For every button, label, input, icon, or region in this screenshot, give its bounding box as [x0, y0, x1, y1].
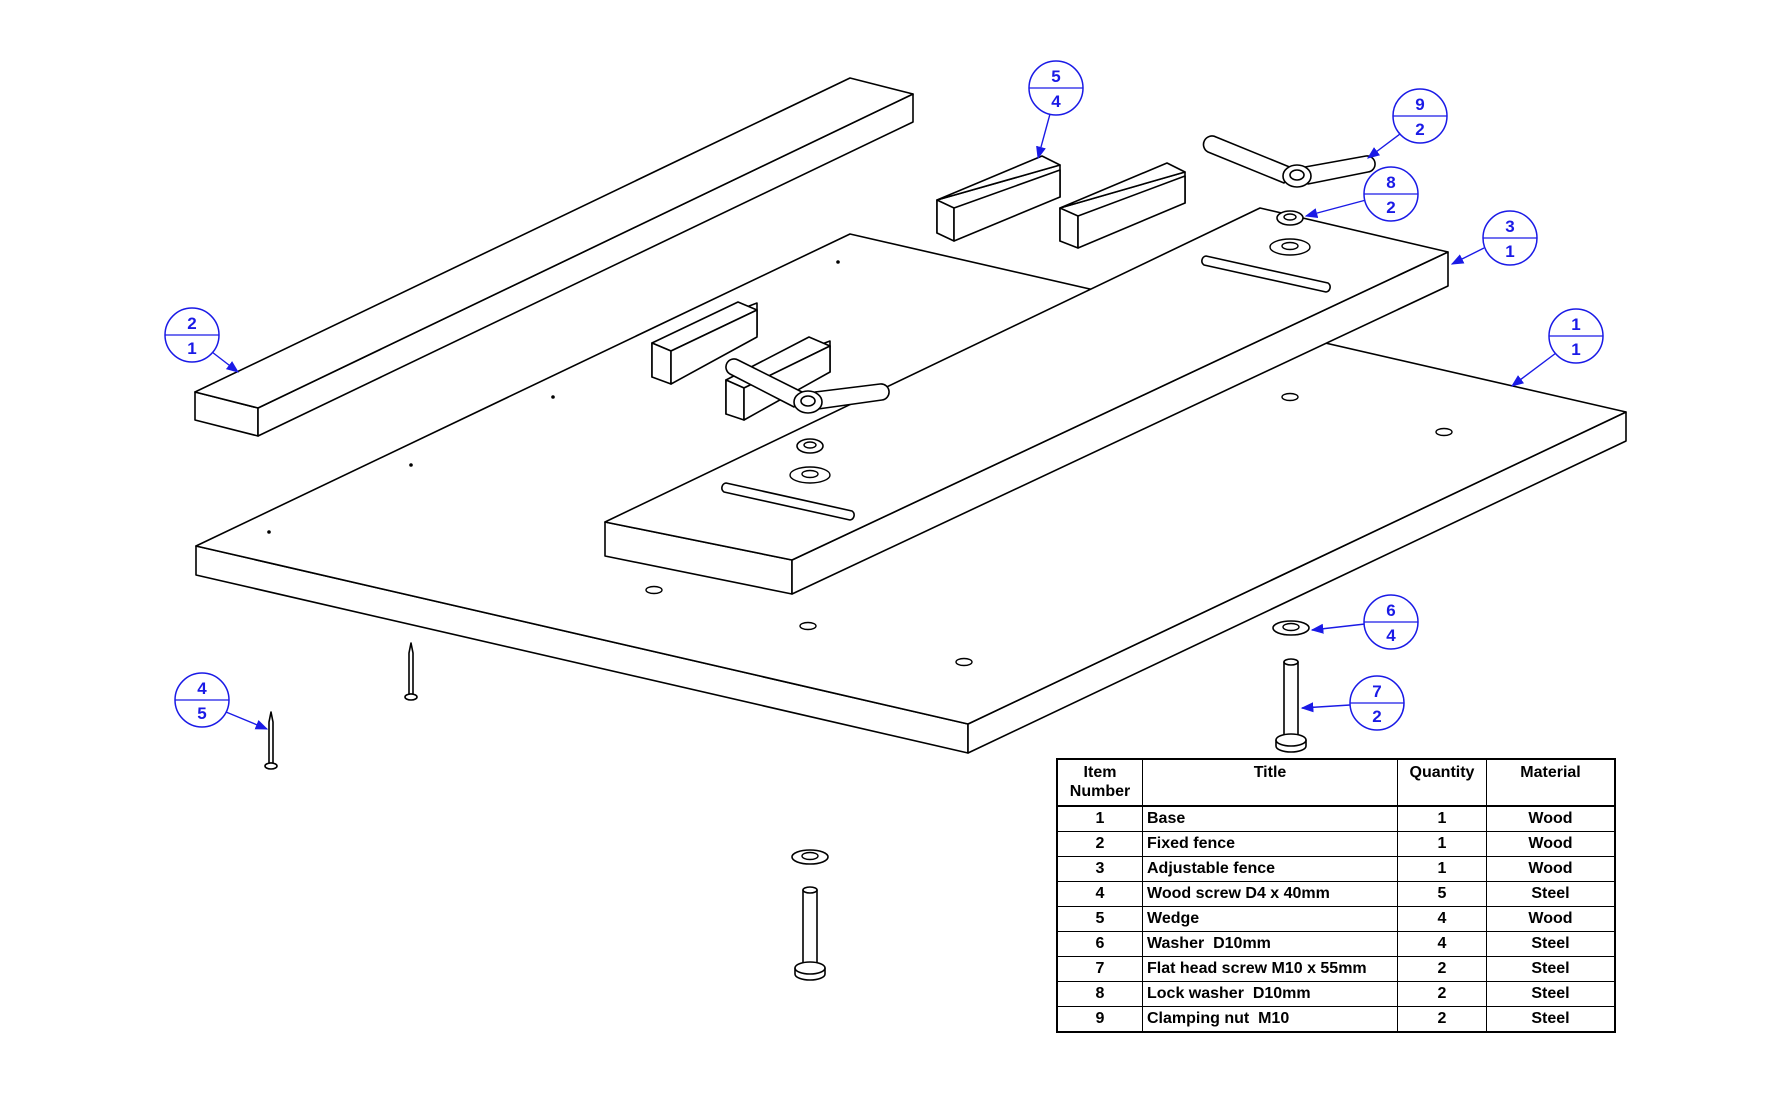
- balloon-3-item-number: 3: [1505, 217, 1514, 236]
- washers: [791, 620, 1310, 865]
- bom-title: Flat head screw M10 x 55mm: [1142, 956, 1398, 982]
- bom-quantity: 2: [1397, 956, 1487, 982]
- lock-washers: [796, 210, 1304, 454]
- balloon-item-3: 3 1: [1450, 210, 1538, 266]
- balloon-item-2: 2 1: [164, 307, 239, 373]
- bom-title: Clamping nut M10: [1142, 1006, 1398, 1033]
- bom-item-number: 2: [1056, 831, 1143, 857]
- bom-material: Steel: [1486, 931, 1616, 957]
- balloon-item-7: 7 2: [1300, 675, 1405, 731]
- balloon-8-quantity: 2: [1386, 198, 1395, 217]
- bom-title: Wedge: [1142, 906, 1398, 932]
- wood-screws: [264, 642, 418, 770]
- bom-title: Fixed fence: [1142, 831, 1398, 857]
- bom-item-number: 6: [1056, 931, 1143, 957]
- bom-material: Steel: [1486, 881, 1616, 907]
- wedges: [651, 155, 1186, 421]
- bom-item-number: 5: [1056, 906, 1143, 932]
- bom-quantity: 2: [1397, 1006, 1487, 1033]
- bom-material: Wood: [1486, 906, 1616, 932]
- bom-header-material: Material: [1486, 758, 1616, 807]
- bom-title: Lock washer D10mm: [1142, 981, 1398, 1007]
- balloon-7-item-number: 7: [1372, 682, 1381, 701]
- balloon-9-item-number: 9: [1415, 95, 1424, 114]
- table-row: 4 Wood screw D4 x 40mm 5 Steel: [1056, 881, 1616, 907]
- balloon-6-quantity: 4: [1386, 626, 1396, 645]
- table-row: 8 Lock washer D10mm 2 Steel: [1056, 981, 1616, 1007]
- bom-title: Washer D10mm: [1142, 931, 1398, 957]
- bom-item-number: 8: [1056, 981, 1143, 1007]
- bom-item-number: 1: [1056, 805, 1143, 832]
- table-row: 6 Washer D10mm 4 Steel: [1056, 931, 1616, 957]
- bom-quantity: 5: [1397, 881, 1487, 907]
- balloon-item-8: 8 2: [1304, 166, 1419, 222]
- table-row: 5 Wedge 4 Wood: [1056, 906, 1616, 932]
- bom-quantity: 1: [1397, 805, 1487, 832]
- bom-material: Steel: [1486, 981, 1616, 1007]
- flat-head-screws: [794, 658, 1307, 981]
- adjustable-fence-part: [604, 207, 1449, 595]
- bom-quantity: 4: [1397, 906, 1487, 932]
- bom-material: Wood: [1486, 831, 1616, 857]
- bom-item-number: 7: [1056, 956, 1143, 982]
- fixed-fence-part: [194, 77, 914, 437]
- balloon-8-item-number: 8: [1386, 173, 1395, 192]
- balloon-item-6: 6 4: [1310, 594, 1419, 650]
- bom-header-title: Title: [1142, 758, 1398, 807]
- bom-material: Steel: [1486, 956, 1616, 982]
- balloon-6-item-number: 6: [1386, 601, 1395, 620]
- bom-quantity: 4: [1397, 931, 1487, 957]
- balloon-5-item-number: 5: [1051, 67, 1060, 86]
- table-row: 9 Clamping nut M10 2 Steel: [1056, 1006, 1616, 1033]
- table-row: 7 Flat head screw M10 x 55mm 2 Steel: [1056, 956, 1616, 982]
- balloon-item-1: 1 1: [1510, 308, 1604, 387]
- balloon-5-quantity: 4: [1051, 92, 1061, 111]
- bom-item-number: 3: [1056, 856, 1143, 882]
- balloon-2-item-number: 2: [187, 314, 196, 333]
- balloon-9-quantity: 2: [1415, 120, 1424, 139]
- bom-material: Wood: [1486, 856, 1616, 882]
- table-row: 3 Adjustable fence 1 Wood: [1056, 856, 1616, 882]
- balloon-4-quantity: 5: [197, 704, 206, 723]
- bom-title: Base: [1142, 805, 1398, 832]
- balloon-1-item-number: 1: [1571, 315, 1580, 334]
- balloon-7-quantity: 2: [1372, 707, 1381, 726]
- balloon-item-4: 4 5: [174, 672, 269, 730]
- balloon-item-5: 5 4: [1028, 60, 1084, 160]
- bom-material: Steel: [1486, 1006, 1616, 1033]
- table-row: 2 Fixed fence 1 Wood: [1056, 831, 1616, 857]
- clamping-nuts: [725, 135, 1376, 414]
- bom-quantity: 1: [1397, 856, 1487, 882]
- bom-header-quantity: Quantity: [1397, 758, 1487, 807]
- bom-title: Adjustable fence: [1142, 856, 1398, 882]
- table-row: 1 Base 1 Wood: [1056, 805, 1616, 832]
- balloon-3-quantity: 1: [1505, 242, 1514, 261]
- balloon-2-quantity: 1: [187, 339, 196, 358]
- bom-quantity: 1: [1397, 831, 1487, 857]
- bom-title: Wood screw D4 x 40mm: [1142, 881, 1398, 907]
- bom-material: Wood: [1486, 805, 1616, 832]
- bom-item-number: 4: [1056, 881, 1143, 907]
- balloon-4-item-number: 4: [197, 679, 207, 698]
- balloon-item-9: 9 2: [1366, 88, 1448, 159]
- bom-item-number: 9: [1056, 1006, 1143, 1033]
- balloon-1-quantity: 1: [1571, 340, 1580, 359]
- bom-quantity: 2: [1397, 981, 1487, 1007]
